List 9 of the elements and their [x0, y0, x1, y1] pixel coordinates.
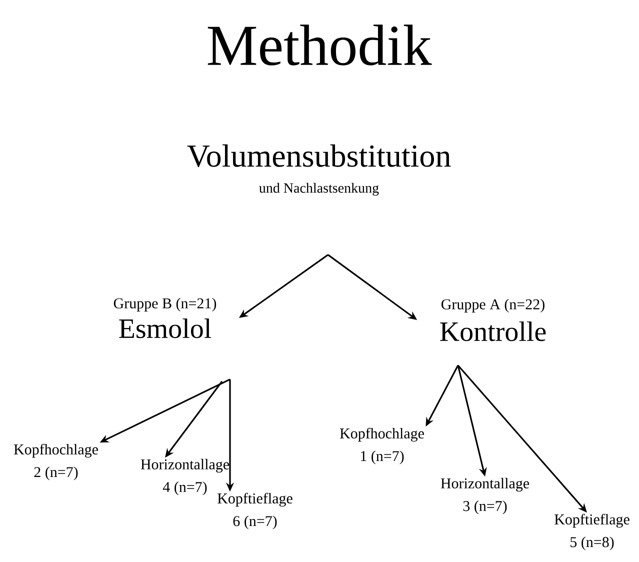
group-label: Gruppe A (n=22) Kontrolle: [440, 298, 546, 342]
subgroup-label: Horizontallage 3 (n=7): [440, 478, 530, 514]
group-heading: Volumensubstitution und Nachlastsenkung: [187, 144, 451, 196]
subgroup-label: Kopfhochlage 1 (n=7): [340, 428, 424, 464]
subgroup-label: Kopftieflage 6 (n=7): [218, 492, 292, 530]
title: Methodik: [208, 24, 432, 66]
subgroup-label: Kopfhochlage 2 (n=7): [14, 444, 98, 480]
subgroup-label: Kopftieflage 5 (n=8): [554, 514, 630, 550]
group-label: Gruppe B (n=21) Esmolol: [114, 298, 216, 338]
